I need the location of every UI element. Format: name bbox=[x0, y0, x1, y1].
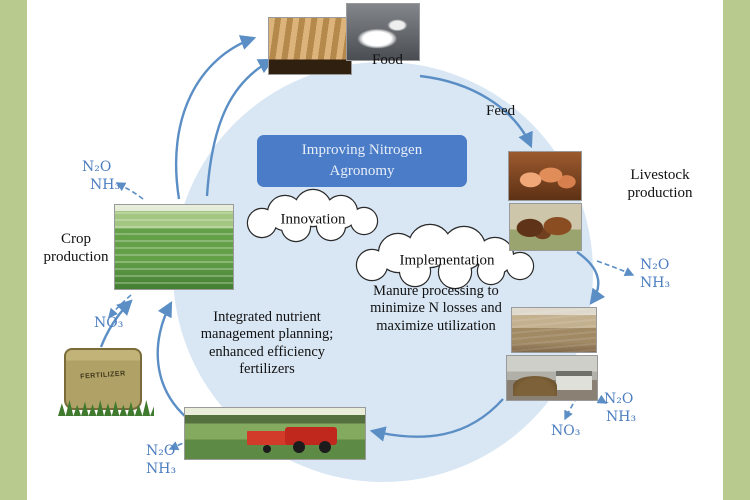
arrow-tractor-to-crop bbox=[156, 300, 194, 424]
emission-n2o-bottom-left: N₂O bbox=[146, 443, 176, 459]
central-title-box: Improving Nitrogen Agronomy bbox=[257, 135, 467, 187]
emission-n2o-top-left: N₂O bbox=[82, 159, 112, 175]
emission-n2o-bottom-right: N₂O bbox=[604, 391, 634, 407]
food-label: Food bbox=[372, 52, 403, 68]
crop-label-line1: Crop bbox=[61, 231, 91, 247]
right-green-bar bbox=[723, 0, 750, 500]
leaching-no3-bottom-right: NO₃ bbox=[551, 423, 581, 439]
tractor-spreader-photo bbox=[184, 407, 366, 460]
manure-processing-text: Manure processing to minimize N losses a… bbox=[370, 283, 502, 334]
arrow-crop-leaching bbox=[108, 294, 132, 319]
nutrient-management-text: Integrated nutrient management planning;… bbox=[200, 309, 334, 378]
emission-n2o-right: N₂O bbox=[640, 257, 670, 273]
arrow-fertilizer-to-crop bbox=[99, 299, 133, 348]
arrow-food-to-livestock-feed bbox=[419, 74, 533, 149]
livestock-label-line1: Livestock bbox=[630, 167, 690, 183]
emission-nh3-right: NH₃ bbox=[640, 275, 671, 291]
livestock-label-line2: production bbox=[627, 185, 693, 201]
arrow-crop-to-food-outer bbox=[174, 35, 257, 200]
emission-nh3-top-left: NH₃ bbox=[90, 177, 121, 193]
title-line2: Agronomy bbox=[329, 163, 395, 179]
bread-basket-photo bbox=[268, 17, 352, 75]
crop-field-photo bbox=[114, 204, 234, 290]
left-green-bar bbox=[0, 0, 27, 500]
livestock-production-label: Livestock production bbox=[612, 166, 708, 202]
fertilizer-bag-label: FERTILIZER bbox=[80, 370, 126, 381]
leaching-no3-left: NO₃ bbox=[94, 315, 124, 331]
cows-photo bbox=[509, 203, 582, 251]
manure-field-photo bbox=[511, 307, 597, 353]
emission-nh3-bottom-right: NH₃ bbox=[606, 409, 637, 425]
arrow-crop-to-food-inner bbox=[205, 58, 275, 197]
arrow-crop-emission bbox=[115, 182, 144, 200]
crop-label-line2: production bbox=[43, 249, 109, 265]
arrow-livestock-emission bbox=[596, 260, 635, 276]
pigs-photo bbox=[508, 151, 582, 201]
innovation-label: Innovation bbox=[280, 211, 346, 228]
implementation-label: Implementation bbox=[399, 252, 495, 269]
emission-nh3-bottom-left: NH₃ bbox=[146, 461, 177, 477]
fertilizer-bag: FERTILIZER bbox=[64, 348, 142, 410]
arrow-manure-to-tractor bbox=[369, 398, 504, 442]
compost-barn-photo bbox=[506, 355, 598, 401]
arrow-livestock-to-manure bbox=[576, 251, 606, 305]
flour-bowl-photo bbox=[346, 3, 420, 61]
feed-label: Feed bbox=[486, 103, 516, 119]
title-line1: Improving Nitrogen bbox=[301, 142, 423, 158]
crop-production-label: Crop production bbox=[34, 230, 118, 266]
